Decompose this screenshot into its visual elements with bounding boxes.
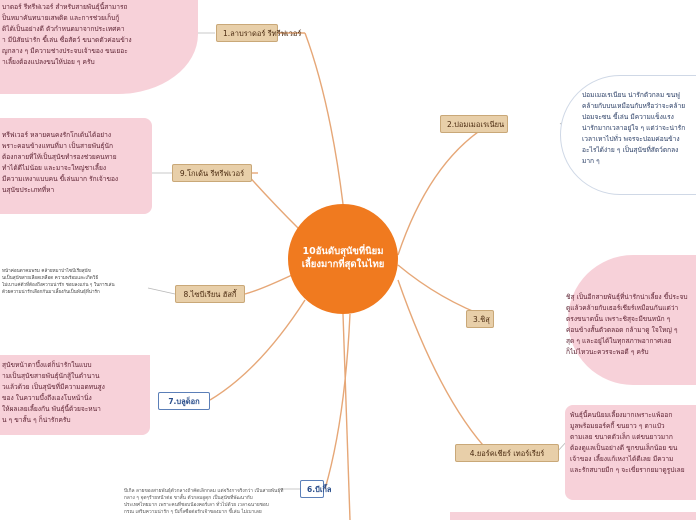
note-bubble-9 (0, 118, 152, 214)
note-bubble-6 (130, 477, 280, 520)
note-yorkshire: พันธุ์นี้คนนิยมเลี้ยงมากเพราะแพ้ออก มูลพ… (570, 410, 696, 476)
note-line: ามเป็นสุนัขสายพันธุ์นักสู้ในตำนาน (2, 372, 100, 380)
note-line: วแล้วด้วย เป็นสุนัขที่มีความอดทนสูง (2, 383, 105, 391)
note-labrador: บาดอร์ รีทรีฟเวอร์ สำหรับสายพันธุ์นี้สาม… (2, 2, 192, 68)
note-line: ให้ผลเลยเลี้ยงกัน พันธุ์นี้ด้วยจะหนา (2, 405, 101, 413)
bottom-strip (450, 512, 696, 520)
branch-siberian-husky[interactable]: 8.ไซบีเรียน ฮัสกี้ (175, 285, 245, 303)
note-line: ต้องดูแลเป็นอย่างดี ขูกขนเล็กน้อย ขน (570, 444, 678, 452)
note-bubble-3 (568, 255, 696, 385)
note-line: บาดอร์ รีทรีฟเวอร์ สำหรับสายพันธุ์นี้สาม… (2, 3, 128, 11)
note-line: เจ้าของ เลี้ยงแก้เหงาได้ดีเลย มีความ (570, 455, 674, 463)
note-golden-retriever: ทรีฟเวอร์ หลายคนคงรักโกเด้นได้อย่าง พราะ… (2, 130, 150, 196)
note-line: ปอมเมอเรเนียน น่ารักตัวกลม ขนฟู (582, 91, 680, 99)
note-line: น่ารักมากเวลาอยู่ใจ ๆ แต่ว่าจะน่ารัก (582, 124, 686, 132)
note-line: คล้ายกับบนเหมือนกับหรือว่าจะคล้าย (582, 102, 686, 110)
branch-golden-retriever[interactable]: 9.โกเด้น รีทรีฟเวอร์ (172, 164, 252, 182)
note-line: และรักสบายมีก ๆ จะเขี่ยรากยมาดูรูปเลย (570, 466, 685, 474)
note-line: บีเกิ้ล ลายของสายพันธุ์ตัวกลางถ้าคัดเล็ก… (124, 489, 284, 494)
note-bubble-4 (565, 405, 696, 500)
note-bubble-1 (0, 0, 198, 94)
note-siberian-husky: หน้าค่อนตาคมพรม คล้ายหมาป่าไซบีเรียสุนัข… (2, 268, 152, 296)
branch-pomeranian[interactable]: 2.ปอมเมอเรเนียน (440, 115, 508, 133)
note-line: ทรีฟเวอร์ หลายคนคงรักโกเด้นได้อย่าง (2, 131, 112, 139)
note-line: มีความเหงาแบบคน ขี้เล่นมาก รักเจ้าของ (2, 175, 119, 183)
note-line: เวลาเหาไปทั่ว พจรจะปอมค่อนข้าง (582, 135, 680, 143)
branch-yorkshire[interactable]: 4.ยอร์คเชียร์ เทอร์เรียร์ (455, 444, 559, 462)
note-line: ปอมจะซน ขี้เล่น มีความแข็งแรง (582, 113, 674, 121)
note-line: สุด ๆ และอยู่ได้ในทุกสภาพอากาศเลย (566, 337, 672, 345)
note-line: นสุนัขประเภทที่หา (2, 186, 55, 194)
note-bulldog: สุนัขหน้าตาบึ้งแต่ก็น่ารักในแบบ ามเป็นสุ… (2, 360, 148, 426)
note-shih-tzu: ชิสุ เป็นอีกสายพันธุ์ที่น่ารักน่าเลี้ยง … (566, 292, 696, 358)
note-line: าเลี้ยงต้องแปลงขนให้บ่อย ๆ ครับ (2, 58, 95, 66)
note-line: ชิสุ เป็นอีกสายพันธุ์ที่น่ารักน่าเลี้ยง … (566, 293, 688, 301)
note-line: ทำได้ดีไม่น้อย และมาจะใหญ่ชาเลี้ยง (2, 164, 107, 172)
note-line: ญกลาง ๆ มีความช่างประจบเจ้าของ ขนเยอะ (2, 47, 128, 55)
note-line: สุนัขหน้าตาบึ้งแต่ก็น่ารักในแบบ (2, 361, 92, 369)
note-bubble-7 (0, 355, 150, 435)
branch-labrador[interactable]: 1.ลาบราดอร์ รีทรีฟเวอร์ (216, 24, 301, 42)
note-line: ตามเลย ขนาดตัวเล็ก แต่ขนยาวมาก (570, 433, 673, 441)
branch-shih-tzu[interactable]: 3.ชิสุ (466, 310, 494, 328)
note-line: กรณ เสริมความน่ารัก ๆ บีเกิ้ลซื่อต่อรักเ… (124, 510, 262, 515)
note-pomeranian: ปอมเมอเรเนียน น่ารักตัวกลม ขนฟู คล้ายกับ… (582, 90, 696, 167)
note-line: หน้าค่อนตาคมพรม คล้ายหมาป่าไซบีเรียสุนัข (2, 269, 91, 274)
branch-bulldog[interactable]: 7.บลูด็อก (158, 392, 210, 410)
note-line: กลาง ๆ จุดๆร้ายหน้าต่อ ขาสั้น ตัวกลมอูดุ… (124, 496, 253, 501)
note-line: ป็นหมาคันทนายเสพติด และการช่วยเก็บกู้ (2, 14, 120, 22)
note-line: ก็ไม่ไหวนะควรจะพอดี ๆ ครับ (566, 348, 649, 356)
branch-beagle[interactable]: 6.บีเกิ้ล (300, 480, 332, 498)
note-line: ดูแล้วคล้ายกับเธอร์เชียร์เหมือนกันแต่ว่า (566, 304, 679, 312)
note-beagle: บีเกิ้ล ลายของสายพันธุ์ตัวกลางถ้าคัดเล็ก… (124, 488, 300, 516)
note-line: ค่อนข้างสั้นตัวตลอด กล้ามาดู ใจใหญ่ ๆ (566, 326, 678, 334)
note-line: ของ ในความบึ้งถึงเองโบหน้านิ่ง (2, 394, 92, 402)
note-line: มูลพร้อมยอร์คกี้ ขนยาว ๆ ตาแป๋ว (570, 422, 665, 430)
note-line: ประเทศไทยมาก เพราะคนที่ชอบน้องคอร์เลา ทั… (124, 503, 269, 508)
note-line: พันธุ์นี้คนนิยมเลี้ยงมากเพราะแพ้ออก (570, 411, 673, 419)
note-bubble-2 (560, 75, 696, 195)
note-line: พราะคอนข้างแทนที่มา เป็นสายพันธุ์นัก (2, 142, 113, 150)
note-line: ต้องกลายที่ให้เป็นสุนัขทำรองช่วยคนทาย (2, 153, 117, 161)
note-line: น ๆ ขาสั้น ๆ ก็น่ารักครับ (2, 416, 71, 424)
note-line: นเป็นสุนัขสายเลือดเหลือด ความพร้อมและเกิ… (2, 276, 99, 281)
note-line: มาก ๆ (582, 157, 600, 165)
note-line: ด้วยความน่ารักเลือกกันมาเลี้ยงกันเป็นพัน… (2, 290, 100, 295)
central-topic[interactable]: 10อันดับสุนัขที่นิยมเลี้ยงมากที่สุดในไทย (288, 204, 398, 314)
note-line: อะไรได้ง่าย ๆ เป็นสุนัขที่สัตว์ตกลง (582, 146, 679, 154)
note-line: า มีนิสัยน่ารัก ขี้เล่น ซื่อสัตว์ ขนาดตั… (2, 36, 132, 44)
note-line: ไม่เบาแค่ตัวที่ต้องถึงความน่ารัก ชอบลงแก… (2, 283, 115, 288)
note-line: ดิได้เป็นอย่างดี ตัวกำหนดมาจากประเทศคา (2, 25, 125, 33)
note-line: ตรงขนาดนั้น เพราะชิสุจะมีขนหนัก ๆ (566, 315, 671, 323)
